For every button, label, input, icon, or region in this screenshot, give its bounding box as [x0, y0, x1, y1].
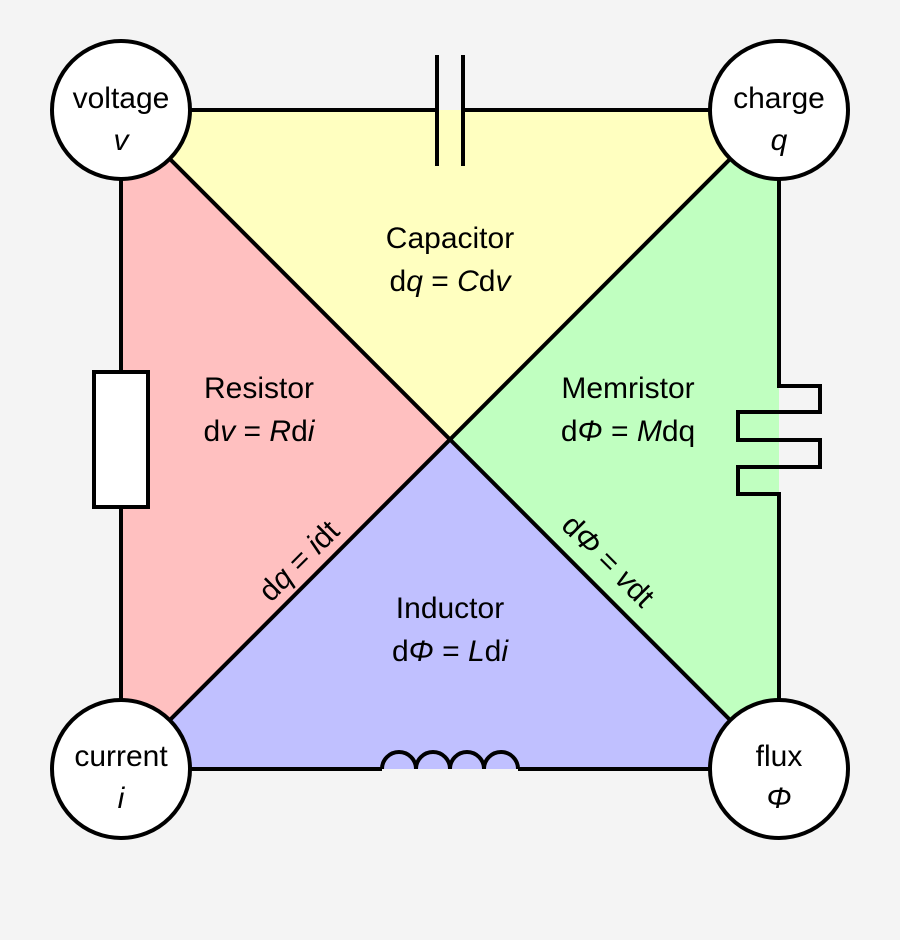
node-charge-name: charge: [733, 82, 825, 115]
memristor-symbol: [736, 110, 822, 769]
resistor-label: Resistor: [204, 372, 314, 405]
node-current-name: current: [74, 740, 168, 773]
capacitor-label: Capacitor: [386, 222, 514, 255]
node-voltage-symbol: v: [114, 124, 131, 157]
memristor-equation: dΦ = Mdq: [561, 415, 695, 448]
node-flux-name: flux: [756, 740, 803, 773]
node-voltage-name: voltage: [73, 82, 170, 115]
node-current: current i: [50, 698, 192, 840]
inductor-region: [121, 440, 779, 769]
node-current-symbol: i: [118, 782, 126, 815]
memristor-region: [450, 110, 779, 769]
diagonal-charge-current: [119, 108, 781, 771]
resistor-equation: dv = Rdi: [204, 415, 316, 448]
node-flux: flux Φ: [708, 698, 850, 840]
inductor-equation: dΦ = Ldi: [392, 635, 509, 668]
capacitor-equation: dq = Cdv: [390, 265, 513, 298]
node-flux-symbol: Φ: [766, 782, 791, 815]
node-charge: charge q: [708, 39, 850, 181]
capacitor-region: [121, 110, 779, 440]
inductor-label: Inductor: [396, 592, 504, 625]
memristor-label: Memristor: [561, 372, 694, 405]
resistor-region: [121, 110, 450, 769]
node-charge-symbol: q: [771, 124, 788, 157]
node-voltage: voltage v: [50, 39, 192, 181]
